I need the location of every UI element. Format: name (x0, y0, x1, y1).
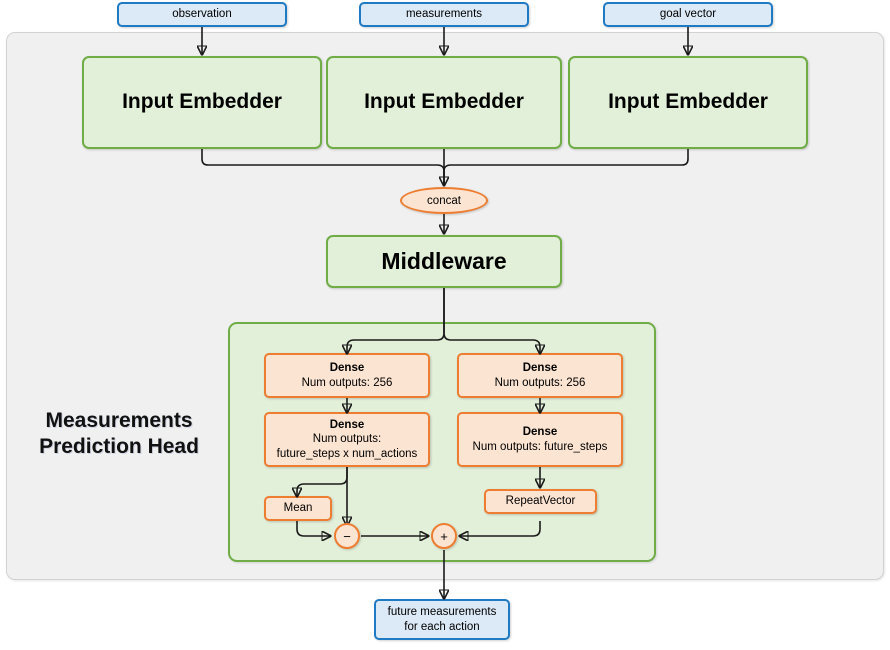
output-future-measurements[interactable]: future measurements for each action (374, 599, 510, 640)
input-goal-vector-label: goal vector (659, 8, 717, 21)
subtract-op-label: − (343, 528, 351, 544)
right-dense-steps-line2: Num outputs: future_steps (472, 440, 608, 453)
right-dense-steps-line1: Dense (522, 426, 558, 439)
left-dense-actions-line1: Dense (329, 418, 365, 431)
input-embedder-goal-vector-label: Input Embedder (608, 90, 768, 114)
output-line1: future measurements (387, 606, 497, 619)
right-dense-future-steps[interactable]: Dense Num outputs: future_steps (457, 412, 623, 467)
input-embedder-observation-label: Input Embedder (122, 90, 282, 114)
input-observation[interactable]: observation (117, 2, 287, 27)
input-embedder-goal-vector[interactable]: Input Embedder (568, 56, 808, 149)
concat-node[interactable]: concat (400, 187, 488, 214)
add-op[interactable]: + (431, 523, 457, 549)
left-dense-256-line1: Dense (329, 362, 365, 375)
subtract-op[interactable]: − (334, 523, 360, 549)
concat-label: concat (427, 194, 461, 207)
input-embedder-measurements[interactable]: Input Embedder (326, 56, 562, 149)
input-observation-label: observation (172, 8, 232, 21)
add-op-label: + (440, 528, 448, 544)
left-dense-actions-line3: future_steps x num_actions (276, 447, 418, 460)
repeat-vector-node[interactable]: RepeatVector (484, 489, 597, 514)
input-goal-vector[interactable]: goal vector (603, 2, 773, 27)
page-title: Measurements Prediction Head (16, 408, 222, 459)
input-measurements[interactable]: measurements (359, 2, 529, 27)
mean-node[interactable]: Mean (264, 496, 332, 521)
input-embedder-observation[interactable]: Input Embedder (82, 56, 322, 149)
right-dense-256[interactable]: Dense Num outputs: 256 (457, 353, 623, 398)
mean-label: Mean (283, 502, 313, 515)
input-measurements-label: measurements (405, 8, 483, 21)
repeat-vector-label: RepeatVector (505, 495, 576, 508)
right-dense-256-line2: Num outputs: 256 (494, 376, 586, 389)
input-embedder-measurements-label: Input Embedder (364, 90, 524, 114)
middleware-label: Middleware (381, 248, 507, 275)
right-dense-256-line1: Dense (522, 362, 558, 375)
middleware-node[interactable]: Middleware (326, 235, 562, 288)
left-dense-actions-line2: Num outputs: (312, 433, 382, 446)
output-line2: for each action (404, 620, 480, 633)
left-dense-256-line2: Num outputs: 256 (301, 376, 393, 389)
left-dense-future-steps-x-num-actions[interactable]: Dense Num outputs: future_steps x num_ac… (264, 412, 430, 467)
head-title-line2: Prediction Head (39, 434, 199, 458)
head-title-line1: Measurements (45, 409, 193, 432)
left-dense-256[interactable]: Dense Num outputs: 256 (264, 353, 430, 398)
